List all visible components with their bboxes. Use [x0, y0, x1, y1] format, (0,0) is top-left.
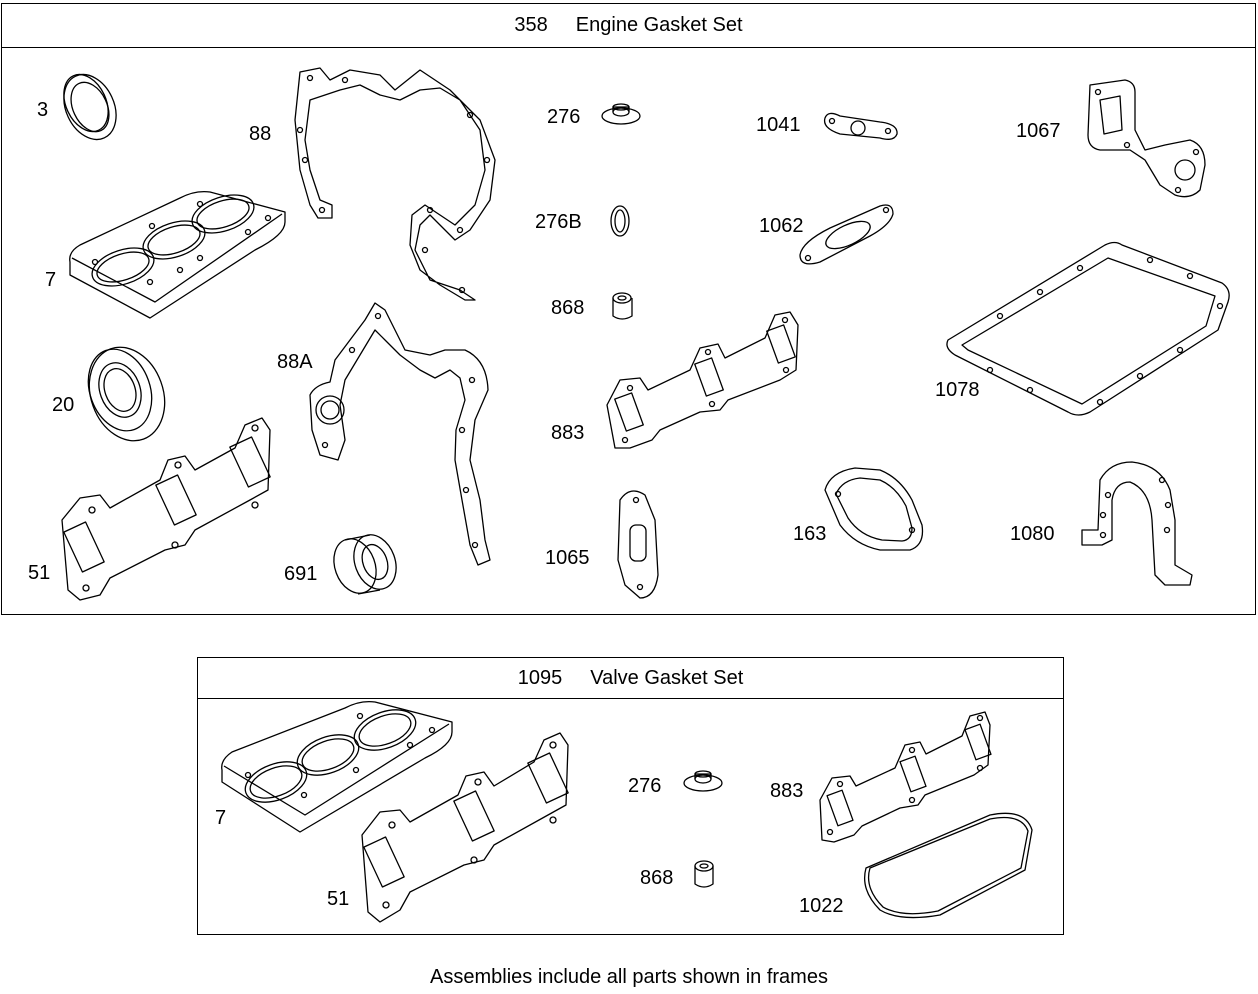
engine-label-1067: 1067 [1016, 120, 1061, 142]
part-3-seal-drawing [63, 73, 117, 141]
engine-label-88a: 88A [277, 351, 313, 373]
part-7-head-gasket-drawing [69, 190, 286, 319]
part-868-seal-drawing [612, 292, 633, 320]
footer-note: Assemblies include all parts shown in fr… [430, 966, 828, 988]
part-163-gasket-drawing [824, 467, 924, 551]
part-1078-gasket-drawing [946, 241, 1230, 416]
engine-set-title-bar: 358 Engine Gasket Set [1, 3, 1256, 48]
part-276b-ring-drawing [610, 205, 630, 237]
valve-label-868: 868 [640, 867, 674, 889]
engine-label-163: 163 [793, 523, 827, 545]
engine-label-691: 691 [284, 563, 318, 585]
engine-label-20: 20 [52, 394, 75, 416]
engine-label-276b: 276B [535, 211, 582, 233]
engine-label-1062: 1062 [759, 215, 804, 237]
engine-label-1080: 1080 [1010, 523, 1055, 545]
engine-label-88: 88 [249, 123, 272, 145]
engine-label-883: 883 [551, 422, 585, 444]
engine-label-1065: 1065 [545, 547, 590, 569]
engine-label-1041: 1041 [756, 114, 801, 136]
engine-set-number: 358 [514, 14, 548, 36]
valve-label-276: 276 [628, 775, 662, 797]
valve-label-7: 7 [215, 807, 227, 829]
engine-label-276: 276 [547, 106, 581, 128]
valve-part-883-gasket-drawing [819, 711, 992, 843]
part-691-seal-drawing [333, 534, 397, 595]
part-1041-gasket-drawing [823, 112, 898, 140]
valve-label-1022: 1022 [799, 895, 844, 917]
part-20-seal-drawing [87, 346, 166, 442]
engine-set-frame [1, 47, 1256, 615]
valve-set-number: 1095 [517, 666, 563, 689]
part-88-gasket-drawing [294, 67, 496, 301]
valve-label-51: 51 [327, 888, 350, 910]
engine-label-7: 7 [45, 269, 57, 291]
valve-set-title: Valve Gasket Set [590, 666, 744, 689]
part-51-gasket-drawing [61, 417, 271, 601]
part-88a-gasket-drawing [309, 302, 491, 566]
valve-part-1022-gasket-drawing [863, 812, 1033, 919]
part-1065-gasket-drawing [617, 490, 659, 599]
valve-part-7-head-gasket-drawing [221, 700, 453, 833]
engine-label-1078: 1078 [935, 379, 980, 401]
engine-label-3: 3 [37, 99, 49, 121]
valve-label-883: 883 [770, 780, 804, 802]
valve-part-276-washer-drawing [683, 770, 723, 792]
engine-label-868: 868 [551, 297, 585, 319]
engine-label-51: 51 [28, 562, 51, 584]
valve-set-frame [197, 698, 1064, 935]
valve-part-51-gasket-drawing [361, 732, 569, 923]
part-276-washer-drawing [601, 103, 641, 125]
engine-set-title: Engine Gasket Set [575, 14, 743, 36]
part-1080-gasket-drawing [1081, 461, 1193, 586]
part-1062-gasket-drawing [799, 204, 894, 265]
part-883-gasket-drawing [606, 311, 799, 449]
part-1067-gasket-drawing [1087, 79, 1206, 198]
valve-part-868-seal-drawing [694, 860, 714, 888]
